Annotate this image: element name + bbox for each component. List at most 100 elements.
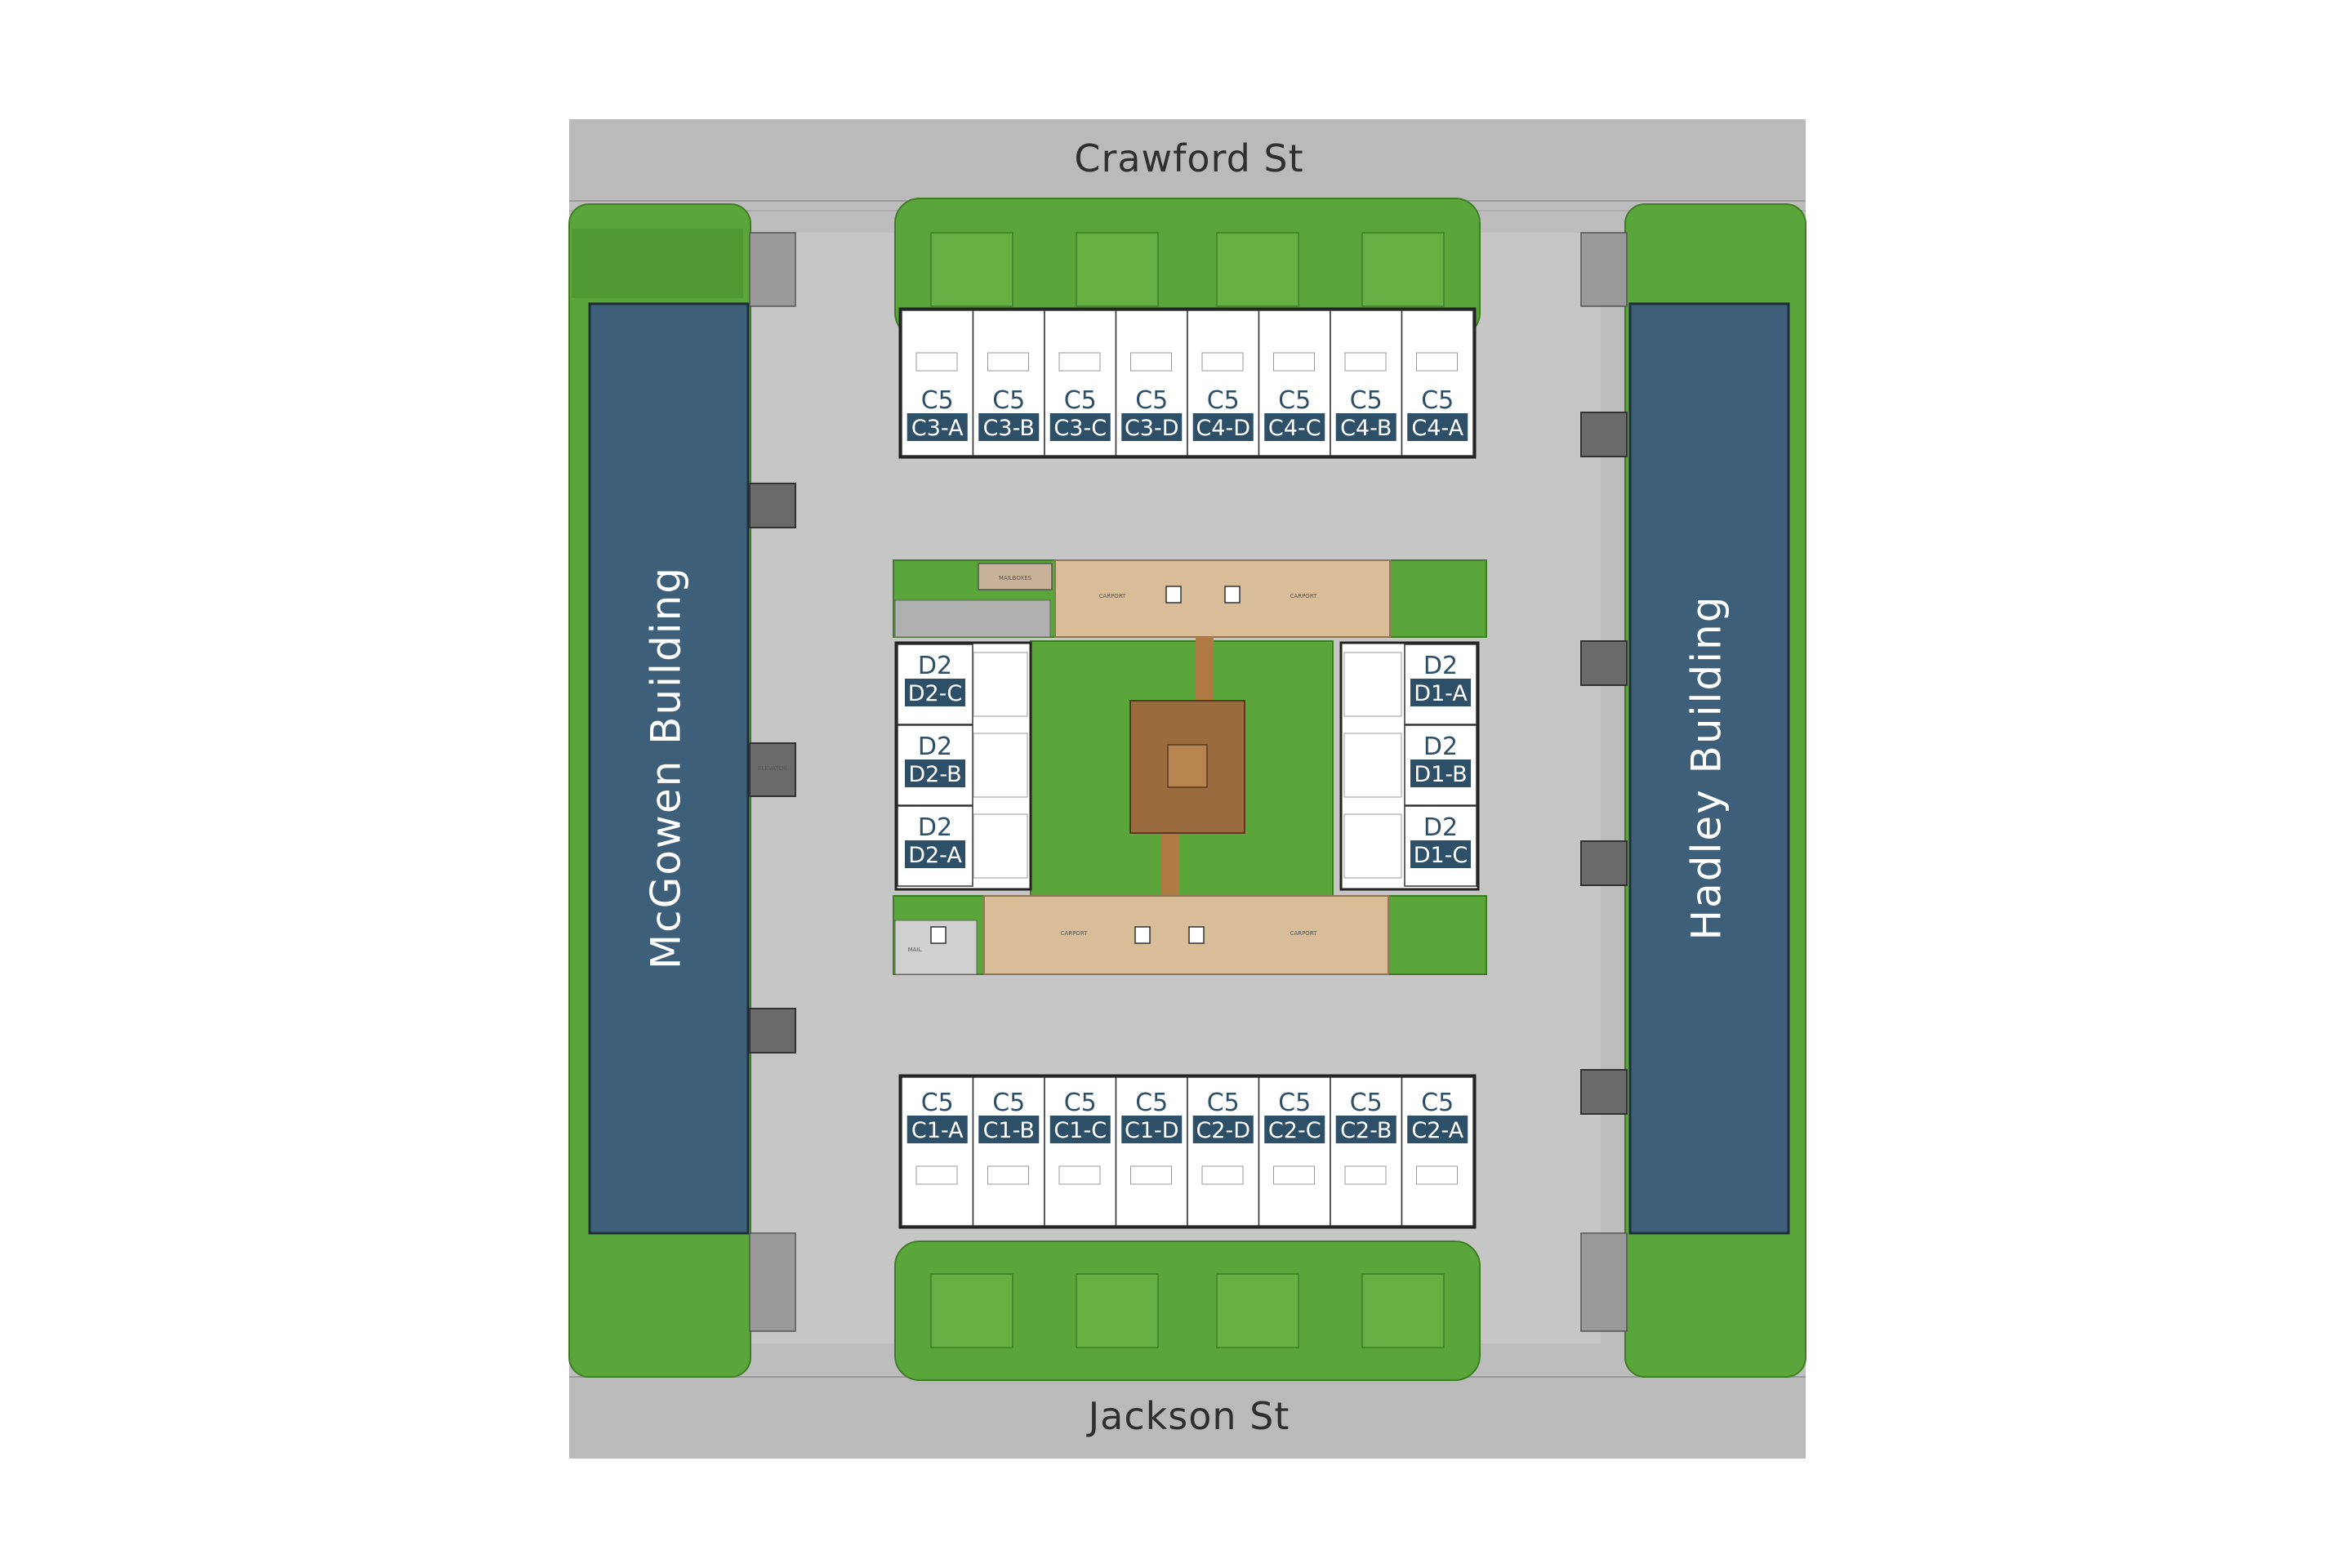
unit-tag-bg <box>1192 1116 1254 1143</box>
unit-floorplan <box>915 1165 958 1185</box>
unit-tag-bg <box>1264 1116 1325 1143</box>
unit-tag-label: C4-D <box>1196 416 1250 441</box>
unit-floorplan <box>1058 352 1101 372</box>
unit-floorplan <box>1343 813 1402 879</box>
unit-type-label: D2 <box>918 652 952 680</box>
unit-tag-bg <box>1407 1116 1468 1143</box>
unit-tag-label: D1-A <box>1414 681 1468 706</box>
unit-floorplan <box>1201 1165 1244 1185</box>
unit-tag-label: C1-A <box>911 1118 964 1143</box>
unit-tag-label: C3-C <box>1054 416 1107 441</box>
unit-tag-label: C2-D <box>1196 1118 1250 1143</box>
unit-type-label: C5 <box>1350 386 1383 415</box>
west-planter <box>572 229 743 298</box>
east-corner-top <box>1580 232 1628 307</box>
jackson-street <box>569 1377 1806 1459</box>
unit-tag-label: C4-A <box>1411 416 1463 441</box>
elevator-label: ELEVATOR <box>758 765 787 772</box>
west-corner-top <box>749 232 796 307</box>
unit-tag-label: C1-D <box>1125 1118 1179 1143</box>
unit-tag-bg <box>978 1116 1040 1143</box>
street-label-south: Jackson St <box>1086 1394 1290 1438</box>
unit-tag-bg <box>1407 413 1468 441</box>
unit-tag-bg <box>1192 413 1254 441</box>
street-label-north: Crawford St <box>1074 136 1303 180</box>
unit-tag-bg <box>1410 840 1471 868</box>
unit-type-label: D2 <box>918 733 952 761</box>
unit-floorplan <box>973 733 1028 798</box>
unit-tag-bg <box>1410 760 1471 787</box>
south-carport-label-1: CARPORT <box>1061 930 1089 937</box>
mcgowen-building <box>588 302 750 1235</box>
unit-type-label: C5 <box>1135 1089 1168 1117</box>
east-stair-1 <box>1580 412 1628 457</box>
unit-type-label: C5 <box>1278 386 1311 415</box>
mailbox-shelter <box>978 563 1053 590</box>
unit-floorplan <box>1416 1165 1458 1185</box>
unit-tag-label: C3-B <box>983 416 1035 441</box>
unit-tag-bg <box>1121 1116 1183 1143</box>
courtyard-path-vertical <box>1196 637 1214 702</box>
unit-tag-label: C1-B <box>983 1118 1035 1143</box>
unit-outline <box>1401 1076 1474 1227</box>
west-elevator <box>749 742 796 797</box>
unit-tag-bg <box>1264 413 1325 441</box>
unit-floorplan <box>1416 352 1458 372</box>
unit-type-label: C5 <box>1064 386 1097 415</box>
hadley-building-label: Hadley Building <box>1683 595 1731 941</box>
unit-type-label: C5 <box>921 1089 954 1117</box>
unit-floorplan <box>1058 1165 1101 1185</box>
unit-type-label: C5 <box>1421 1089 1454 1117</box>
unit-floorplan <box>1343 733 1402 798</box>
mailboxes-label: MAILBOXES <box>999 575 1032 581</box>
unit-tag-label: C2-C <box>1268 1118 1321 1143</box>
mail-label: MAIL <box>908 947 922 953</box>
unit-floorplan <box>1130 352 1172 372</box>
unit-floorplan <box>1273 352 1315 372</box>
accessible-parking-icons <box>930 586 1241 944</box>
unit-tag-label: C4-B <box>1340 416 1392 441</box>
unit-tag-label: D1-C <box>1414 843 1468 868</box>
hadley-building <box>1628 302 1790 1235</box>
west-stair-1 <box>749 483 796 528</box>
unit-tag-label: D2-A <box>908 843 962 868</box>
unit-outline <box>1187 1076 1260 1227</box>
unit-tag-label: C3-A <box>911 416 964 441</box>
unit-type-label: C5 <box>1350 1089 1383 1117</box>
unit-tag-bg <box>1335 1116 1396 1143</box>
unit-tag-bg <box>1410 679 1471 706</box>
south-yard-grid <box>930 1273 1445 1348</box>
trash-enclosure <box>894 599 1051 638</box>
unit-floorplan <box>973 813 1028 879</box>
unit-type-label: C5 <box>1421 386 1454 415</box>
crawford-street <box>569 119 1806 201</box>
unit-type-label: C5 <box>1207 1089 1240 1117</box>
unit-type-label: C5 <box>1135 386 1168 415</box>
unit-tag-label: C2-B <box>1340 1118 1392 1143</box>
unit-tag-bg <box>978 413 1040 441</box>
unit-floorplan <box>915 352 958 372</box>
unit-tag-label: C3-D <box>1125 416 1179 441</box>
south-unit-row: C5C1-AC5C1-BC5C1-CC5C1-DC5C2-DC5C2-CC5C2… <box>901 1076 1474 1227</box>
unit-tag-label: D1-B <box>1414 762 1467 787</box>
unit-floorplan <box>1130 1165 1172 1185</box>
unit-outline <box>1044 1076 1117 1227</box>
unit-type-label: C5 <box>1207 386 1240 415</box>
